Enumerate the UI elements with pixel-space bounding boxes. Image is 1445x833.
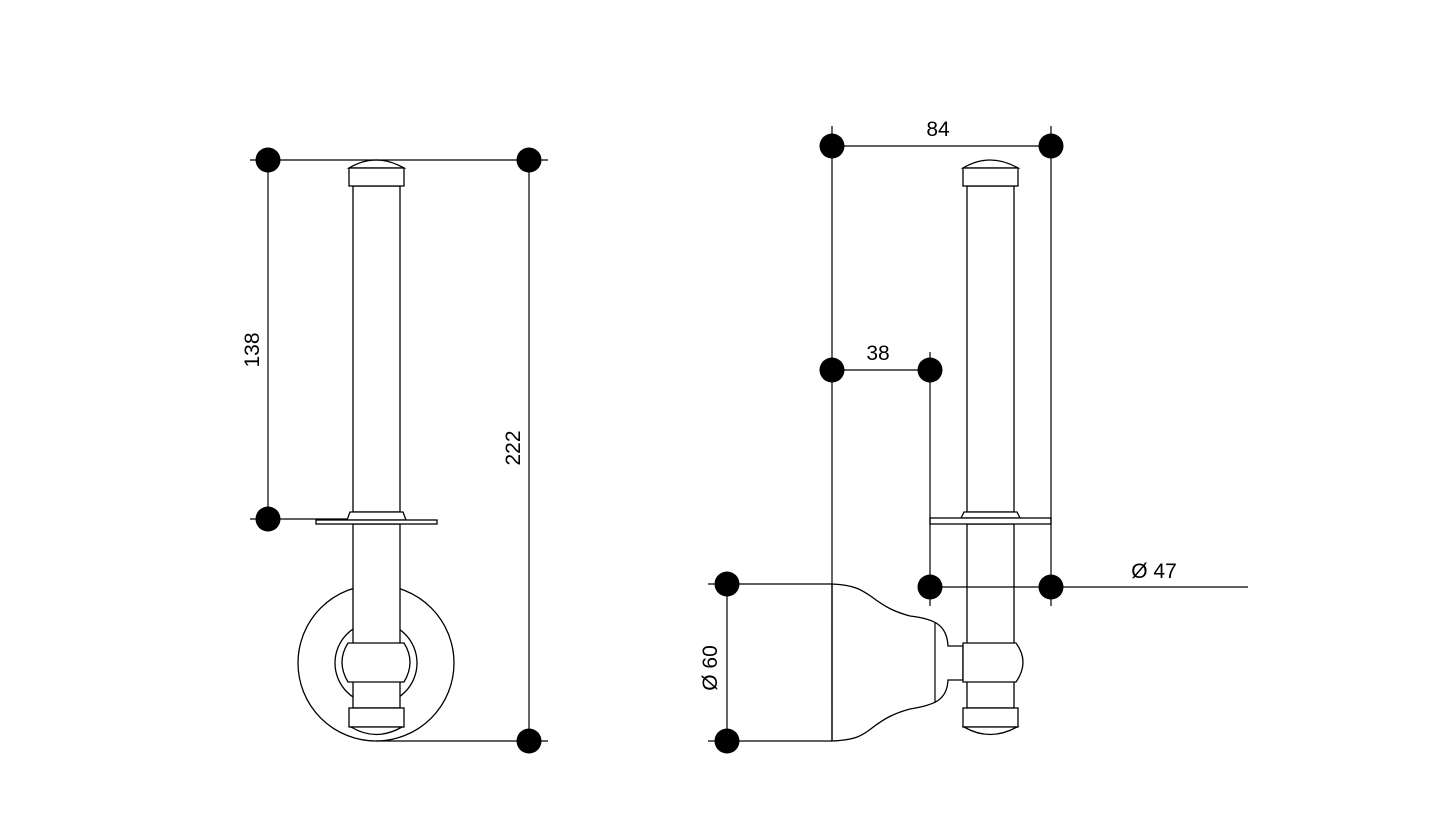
dimension-point [917,357,943,383]
top-cap [348,167,405,187]
dimension-point [516,728,542,754]
dimension-point [819,133,845,159]
dimension-point [819,357,845,383]
flange-plate [315,519,438,525]
bottom-dome [961,726,1020,736]
dimension-label-138: 138 [241,332,264,367]
dimension-label-diameter-60: Ø 60 [699,645,722,691]
dimension-label-84: 84 [926,118,950,141]
dimension-point [714,728,740,754]
pin-upper [352,185,401,513]
bottom-cap [348,707,405,728]
dimension-point [714,571,740,597]
flange-plate [929,517,1052,525]
ball-joint [341,642,411,683]
dimension-point [516,147,542,173]
dimension-point [917,574,943,600]
dimension-point [1038,574,1064,600]
dimension-point [255,506,281,532]
wall-bracket [831,583,964,742]
top-dome [346,159,407,169]
side-view [831,159,1052,742]
front-view [297,159,455,742]
flange-collar [959,511,1022,519]
bottom-dome [348,726,405,736]
side-dimensions: 84 38 Ø 47 Ø 60 [699,118,1248,754]
top-cap [962,167,1019,187]
front-dimensions: 138 222 [241,147,548,754]
bottom-cap [962,707,1019,728]
dimension-point [255,147,281,173]
dimension-label-38: 38 [866,342,889,365]
top-dome [960,159,1021,169]
dimension-point [1038,133,1064,159]
dimension-label-222: 222 [502,430,525,465]
dimension-label-diameter-47: Ø 47 [1131,560,1177,583]
pin-upper [966,185,1015,513]
flange-collar [346,511,407,521]
ball-joint [962,642,1024,683]
